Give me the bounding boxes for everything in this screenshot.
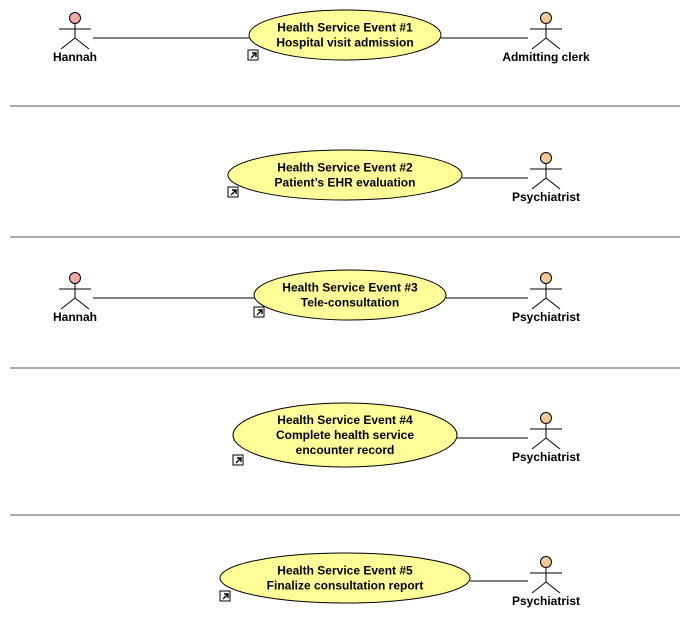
actor-head (540, 12, 552, 24)
actor-psychiatrist[interactable]: Psychiatrist (512, 412, 580, 465)
actor-left-leg (531, 437, 547, 450)
actor-label: Psychiatrist (512, 450, 580, 464)
use-case-ellipse[interactable] (227, 149, 463, 201)
use-case-name: Hospital visit admission (276, 36, 413, 50)
use-case-ellipse[interactable] (253, 269, 447, 321)
actor-hannah[interactable]: Hannah (53, 272, 97, 325)
actor-label: Psychiatrist (512, 310, 580, 324)
actor-right-leg (74, 297, 90, 310)
use-case-name: Finalize consultation report (267, 579, 424, 593)
actor-left-leg (531, 581, 547, 594)
shortcut-link-icon[interactable] (253, 306, 265, 318)
shortcut-link-icon[interactable] (232, 454, 244, 466)
actor-right-leg (545, 177, 561, 190)
use-case-name: Tele-consultation (301, 296, 399, 310)
actor-right-leg (74, 37, 90, 50)
actor-psychiatrist[interactable]: Psychiatrist (512, 556, 580, 609)
use-case-title: Health Service Event #3 (282, 281, 418, 295)
actor-head (540, 152, 552, 164)
actor-right-leg (545, 581, 561, 594)
actor-right-leg (545, 437, 561, 450)
use-case-name: encounter record (296, 443, 395, 457)
actor-label: Hannah (53, 310, 97, 324)
shortcut-link-icon[interactable] (227, 186, 239, 198)
actor-label: Admitting clerk (502, 50, 590, 64)
actor-head (540, 272, 552, 284)
actor-left-leg (531, 37, 547, 50)
shortcut-link-icon[interactable] (247, 49, 259, 61)
health-service-event-3: Health Service Event #3Tele-consultation… (53, 269, 580, 325)
actor-right-leg (545, 37, 561, 50)
actor-head (540, 412, 552, 424)
actor-hannah[interactable]: Hannah (53, 12, 97, 65)
actor-left-leg (531, 177, 547, 190)
actor-left-leg (60, 37, 76, 50)
actor-left-leg (531, 297, 547, 310)
use-case-name: Complete health service (276, 428, 414, 442)
actor-label: Psychiatrist (512, 594, 580, 608)
use-case-name: Patient’s EHR evaluation (275, 176, 416, 190)
shortcut-link-icon[interactable] (219, 590, 231, 602)
use-case-title: Health Service Event #5 (277, 564, 413, 578)
actor-label: Hannah (53, 50, 97, 64)
actor-head (540, 556, 552, 568)
actor-admitting-clerk[interactable]: Admitting clerk (502, 12, 590, 65)
use-case-title: Health Service Event #4 (277, 413, 413, 427)
actor-psychiatrist[interactable]: Psychiatrist (512, 272, 580, 325)
actor-right-leg (545, 297, 561, 310)
actor-head (69, 272, 81, 284)
actor-head (69, 12, 81, 24)
use-case-title: Health Service Event #2 (277, 161, 413, 175)
use-case-ellipse[interactable] (248, 9, 442, 61)
actor-left-leg (60, 297, 76, 310)
actor-psychiatrist[interactable]: Psychiatrist (512, 152, 580, 205)
use-case-ellipse[interactable] (219, 552, 471, 604)
use-case-ellipse[interactable] (232, 402, 458, 468)
actor-label: Psychiatrist (512, 190, 580, 204)
use-case-title: Health Service Event #1 (277, 21, 413, 35)
